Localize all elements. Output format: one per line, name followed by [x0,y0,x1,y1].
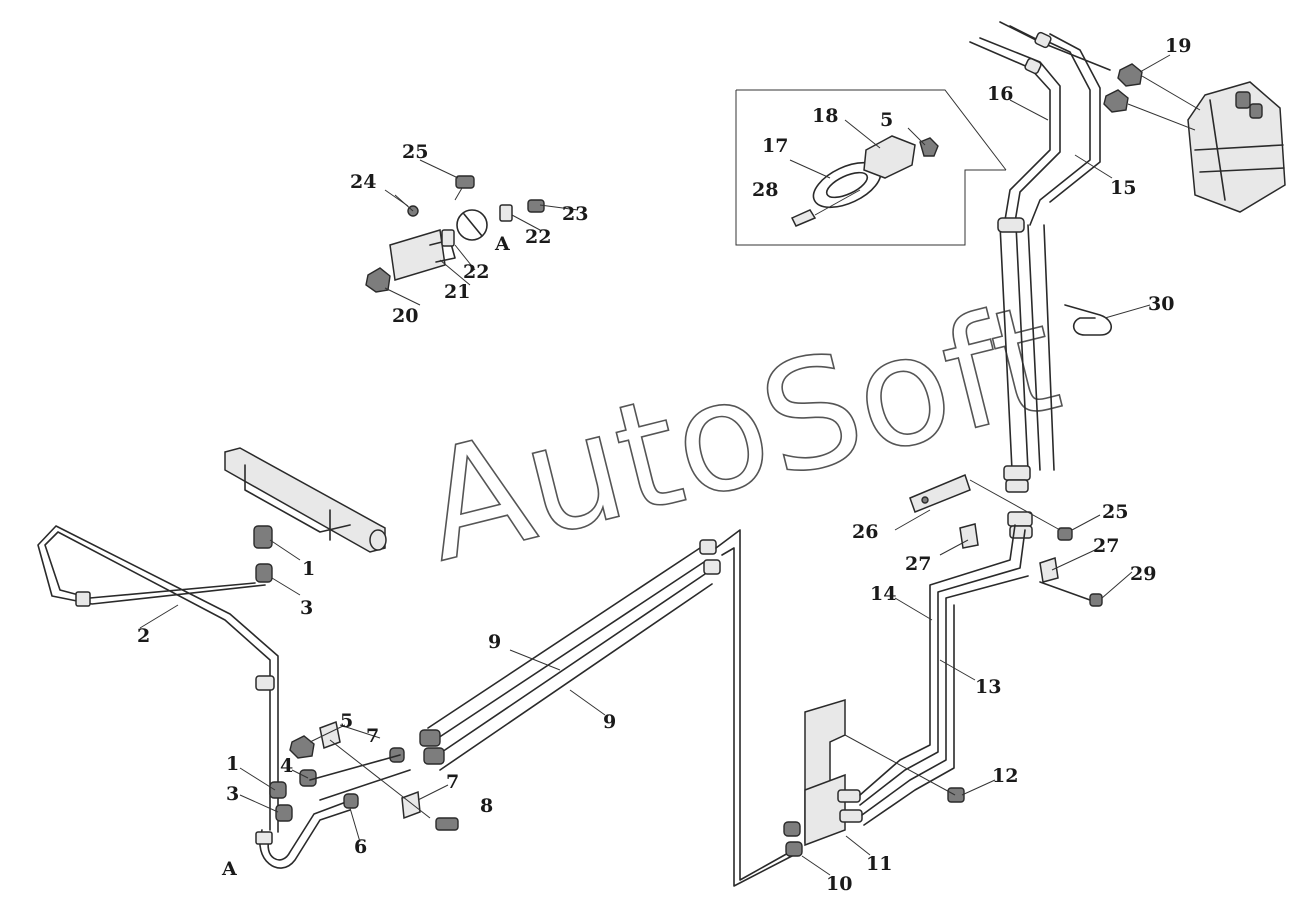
callout-9b: 9 [603,711,616,733]
callout-19: 19 [1165,35,1191,57]
manifold [224,447,387,553]
callout-9a: 9 [488,631,501,653]
steering-unit [1187,81,1286,213]
clip-30 [1064,304,1113,336]
callout-16: 16 [987,83,1013,105]
callout-A-upper: A [494,233,510,255]
lower-loop [255,781,351,869]
callout-15: 15 [1110,177,1136,199]
callout-8: 8 [480,795,493,817]
callout-14: 14 [870,583,896,605]
callout-27a: 27 [1093,535,1119,557]
callout-11: 11 [866,853,892,875]
callout-4: 4 [280,755,293,777]
callout-18: 18 [812,105,838,127]
callout-5: 5 [880,109,893,131]
callout-7a: 7 [366,725,379,747]
callout-17: 17 [762,135,788,157]
callout-22a: 22 [525,226,551,248]
callout-22b: 22 [463,261,489,283]
brackets-26-27 [909,473,1103,607]
line-15-16 [969,21,1111,226]
callout-7b: 7 [446,771,459,793]
bracket-11 [783,698,863,857]
callout-25-right: 25 [1102,501,1128,523]
callout-A-lower: A [221,858,237,880]
callout-24: 24 [350,171,376,193]
bolt-12 [947,787,965,803]
callout-23: 23 [562,203,588,225]
callout-5-lower: 5 [340,710,353,732]
callout-3-upper: 3 [300,597,313,619]
callout-29: 29 [1130,563,1156,585]
bracket-detail-a [365,175,545,293]
hose-9-pair [419,539,721,771]
callout-10: 10 [826,873,852,895]
callout-12: 12 [992,765,1018,787]
callout-25: 25 [402,141,428,163]
callout-leaders [139,54,1171,876]
lines-13-14 [859,524,1029,826]
callout-28: 28 [752,179,778,201]
callout-2: 2 [137,625,150,647]
callout-3-lower: 3 [226,783,239,805]
callout-labels: 19 16 18 5 17 28 15 25 24 23 A 22 22 21 … [137,35,1191,895]
detail-inset [735,89,1007,246]
callout-13: 13 [975,676,1001,698]
callout-6: 6 [354,836,367,858]
callout-27b: 27 [905,553,931,575]
fitting-1-3-upper [253,525,301,596]
callout-30: 30 [1148,293,1174,315]
fitting-19 [1103,63,1201,131]
line-2 [37,525,279,833]
callout-1-upper: 1 [302,558,315,580]
tube-10 [715,529,793,887]
callout-26: 26 [852,521,878,543]
callout-1-lower: 1 [226,753,239,775]
hose-pair-upper [997,217,1055,539]
callout-21: 21 [444,281,470,303]
callout-20: 20 [392,305,418,327]
